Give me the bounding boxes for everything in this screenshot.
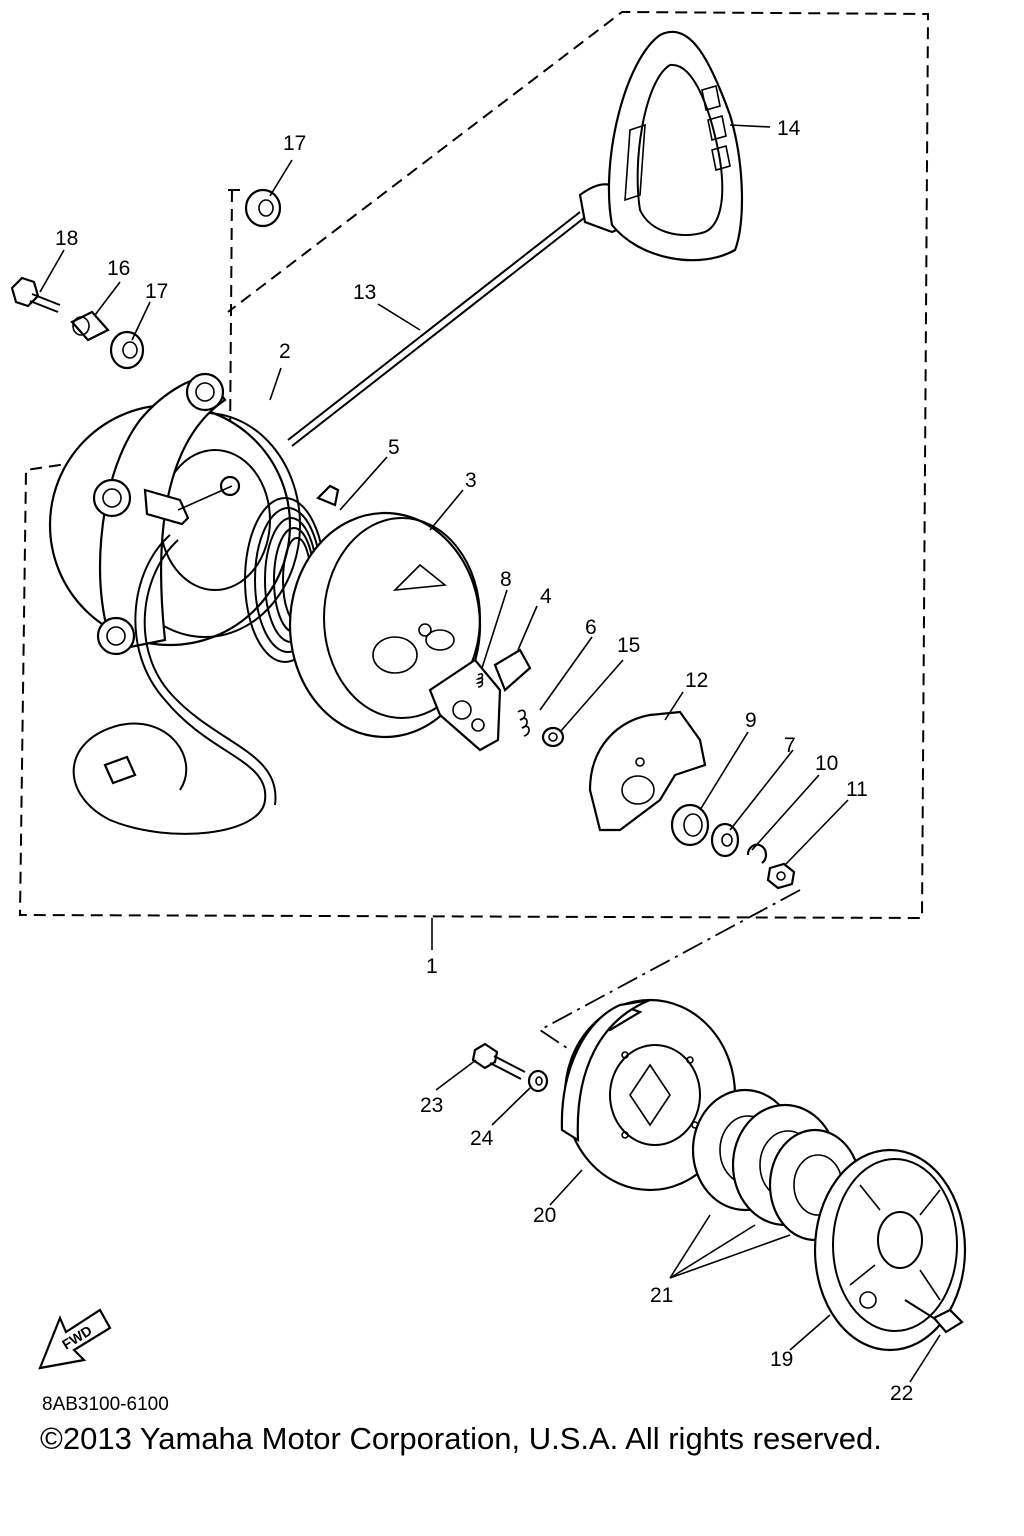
flange-bolt <box>10 276 61 313</box>
collar <box>70 310 110 342</box>
starter-rope <box>72 211 585 835</box>
callout-7: 7 <box>784 734 796 757</box>
starter-reel <box>288 511 482 739</box>
callout-19: 19 <box>770 1348 793 1371</box>
spring-washer <box>746 843 768 864</box>
diagram-code: 8AB3100-6100 <box>42 1394 169 1415</box>
callout-21: 21 <box>650 1284 673 1307</box>
callout-6: 6 <box>585 616 597 639</box>
callout-3: 3 <box>465 469 477 492</box>
callout-1: 1 <box>426 955 438 978</box>
callout-17-top: 17 <box>283 132 306 155</box>
assembly-boundary <box>18 10 930 920</box>
callout-15: 15 <box>617 634 640 657</box>
callout-13: 13 <box>353 281 376 304</box>
pulley-washer <box>527 1069 549 1093</box>
pulley-bolt <box>471 1042 526 1080</box>
callout-23: 23 <box>420 1094 443 1117</box>
callout-5: 5 <box>388 436 400 459</box>
leader-lines <box>39 124 941 1383</box>
screw <box>904 1299 964 1334</box>
spacer-top <box>244 188 282 228</box>
callout-4: 4 <box>540 585 552 608</box>
nut <box>766 862 796 890</box>
small-spring <box>517 709 530 737</box>
callout-14: 14 <box>777 117 801 140</box>
callout-22: 22 <box>890 1382 913 1405</box>
callout-17-left: 17 <box>145 280 168 303</box>
callout-20: 20 <box>533 1204 556 1227</box>
fwd-arrow-icon: FWD <box>38 1308 112 1370</box>
starter-handle <box>578 30 744 262</box>
plain-washer <box>710 822 740 858</box>
callout-labels: 1 2 3 4 5 6 7 8 9 10 11 12 13 14 15 16 1… <box>55 117 913 1405</box>
callout-8: 8 <box>500 568 512 591</box>
washer <box>541 726 565 748</box>
drive-pawl <box>428 648 532 752</box>
spacer-left <box>109 330 145 370</box>
callout-16: 16 <box>107 257 130 280</box>
callout-9: 9 <box>745 709 757 732</box>
copyright-notice: ©2013 Yamaha Motor Corporation, U.S.A. A… <box>40 1421 882 1456</box>
callout-2: 2 <box>279 340 291 363</box>
callout-11: 11 <box>846 778 868 801</box>
friction-plate <box>588 710 707 832</box>
callout-18: 18 <box>55 227 78 250</box>
flywheel-cup <box>813 1148 967 1352</box>
callout-12: 12 <box>685 669 708 692</box>
callout-10: 10 <box>815 752 838 775</box>
starter-case <box>48 372 301 656</box>
bushing <box>670 803 710 847</box>
callout-24: 24 <box>470 1127 494 1150</box>
spacer-plates <box>691 1088 862 1242</box>
